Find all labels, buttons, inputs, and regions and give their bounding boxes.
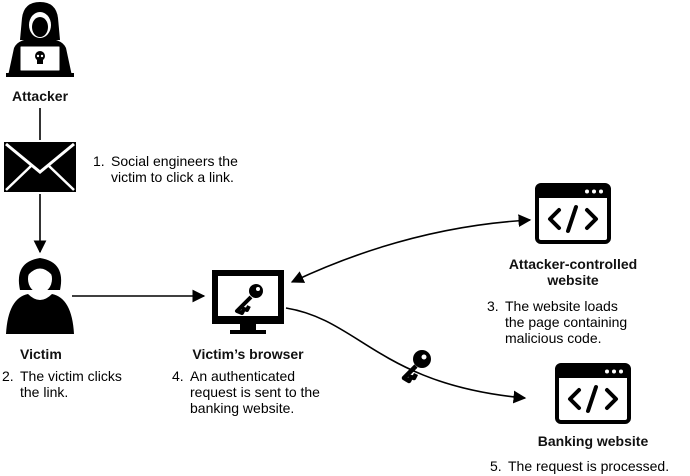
browser-attacker-site-arrow [290,214,532,283]
monitor-key-icon [212,270,284,334]
step-3-number: 3. [487,298,499,314]
step-1-number: 1. [93,153,105,169]
bank-site-code-window-icon [555,363,631,424]
browser-to-bank-arrow [285,307,527,404]
bank-site-label: Banking website [537,433,649,449]
victim-label: Victim [20,346,62,362]
step-1-text: Social engineers the victim to click a l… [111,153,238,185]
step-2-number: 2. [2,368,14,384]
step-4-number: 4. [172,368,184,384]
step-5-number: 5. [490,458,502,474]
key-icon [401,350,431,384]
attacker-site-code-window-icon [535,183,611,244]
attacker-label: Attacker [11,88,69,104]
step-2-text: The victim clicks the link. [20,368,122,400]
step-5-text: The request is processed. [508,458,670,474]
step-3-text: The website loads the page containing ma… [505,298,628,346]
hooded-hacker-icon [6,2,74,77]
step-4-text: An authenticated request is sent to the … [190,368,320,416]
attacker-site-label: Attacker-controlled website [508,256,638,288]
woman-user-icon [6,258,74,334]
envelope-icon [4,142,76,192]
browser-label: Victim’s browser [192,346,304,362]
